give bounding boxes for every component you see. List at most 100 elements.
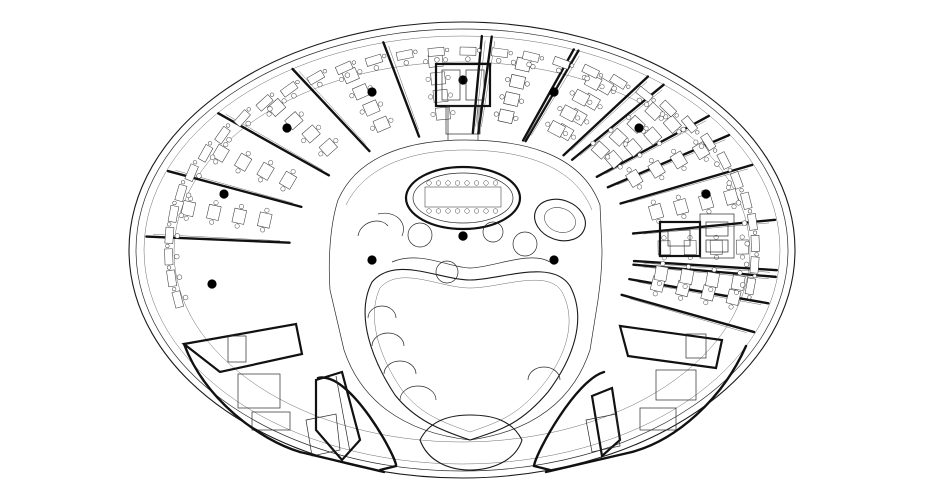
lounge-west: [357, 212, 538, 284]
structural-column: [549, 87, 559, 97]
office-desk: [166, 265, 183, 288]
workstation: [569, 88, 593, 107]
partition-glazing: [175, 170, 294, 204]
partition-wall: [471, 34, 484, 135]
structural-column: [219, 189, 229, 199]
conference-chair: [445, 180, 451, 186]
office-desk: [735, 191, 753, 214]
conference-chair: [473, 180, 480, 186]
office-desk: [698, 132, 718, 153]
conference-chair: [435, 208, 442, 214]
partition-wall: [477, 35, 493, 135]
structural-column: [549, 255, 559, 265]
office-desk: [680, 115, 700, 135]
office-desk: [459, 46, 482, 62]
workstation: [425, 71, 451, 86]
conference-chair: [483, 208, 489, 214]
office-desk: [364, 53, 387, 71]
workstation: [505, 74, 530, 90]
conference-chair: [435, 180, 442, 186]
workstation: [653, 261, 669, 286]
office-desk: [334, 60, 356, 78]
central-lobby: [328, 139, 603, 471]
conference-chair: [426, 208, 432, 214]
office-desk: [521, 50, 544, 68]
conference-chair: [464, 180, 470, 186]
office-desk: [164, 243, 180, 266]
workstation: [493, 108, 519, 124]
office-desk: [214, 123, 232, 145]
workstation: [608, 127, 628, 147]
workstation: [256, 160, 275, 183]
office-desk: [635, 85, 656, 104]
office-desk: [744, 235, 760, 257]
office-desk: [726, 171, 744, 193]
workstation: [683, 235, 697, 261]
office-desk: [714, 151, 732, 172]
partition-glazing: [153, 234, 280, 241]
office-desk: [197, 141, 216, 163]
conference-room-east: [534, 198, 586, 242]
conference-room-north: [404, 165, 522, 231]
heavy-facade-walls: [182, 342, 748, 474]
office-desk: [609, 73, 631, 92]
atrium-void: [364, 268, 579, 441]
workstation: [545, 119, 568, 138]
radial-partitions: [145, 34, 779, 334]
partition-glazing: [388, 45, 419, 130]
workstation: [647, 158, 666, 181]
workstation: [206, 200, 222, 225]
workstation: [180, 196, 197, 221]
office-desk: [741, 213, 758, 235]
workstation: [278, 169, 298, 192]
conference-chair: [454, 208, 461, 214]
structural-column: [207, 279, 217, 289]
conference-chair: [454, 180, 461, 186]
workstation: [590, 140, 611, 160]
workstation: [231, 204, 248, 229]
core-south-west: [181, 322, 398, 472]
structural-column: [367, 87, 377, 97]
partition-glazing: [629, 298, 747, 333]
workstation: [318, 137, 339, 157]
office-desk: [395, 49, 418, 66]
workstation: [673, 194, 690, 219]
facade-outline: [128, 21, 796, 479]
structural-column: [367, 255, 377, 265]
structural-column: [634, 123, 644, 133]
office-desk: [233, 107, 251, 128]
workstation: [359, 99, 383, 117]
structural-column: [701, 189, 711, 199]
partition-wall: [562, 75, 650, 157]
office-desk: [743, 256, 760, 279]
office-desk: [164, 222, 181, 244]
conference-chair: [445, 208, 451, 214]
workstation: [428, 89, 453, 103]
partition-glazing: [475, 40, 486, 127]
partition-wall: [291, 67, 371, 153]
office-desk: [739, 277, 757, 300]
workstation: [669, 148, 688, 171]
partition-glazing: [570, 81, 648, 151]
workstation: [625, 167, 644, 190]
office-desk: [427, 46, 450, 63]
office-desk: [552, 56, 575, 74]
workstation: [430, 106, 456, 121]
workstation: [557, 104, 581, 123]
workstation: [643, 126, 663, 146]
office-desk: [255, 92, 275, 112]
workstation: [679, 264, 695, 289]
workstation: [211, 142, 230, 165]
partition-wall: [382, 41, 421, 138]
office-desk: [279, 79, 300, 99]
office-desk: [171, 287, 189, 309]
workstation: [644, 101, 664, 122]
structural-column: [458, 231, 468, 241]
workstation: [257, 207, 273, 233]
office-desk: [184, 160, 202, 183]
conference-chair: [483, 180, 489, 186]
structural-column: [458, 75, 468, 85]
structural-column: [282, 123, 292, 133]
office-desk: [659, 99, 679, 118]
